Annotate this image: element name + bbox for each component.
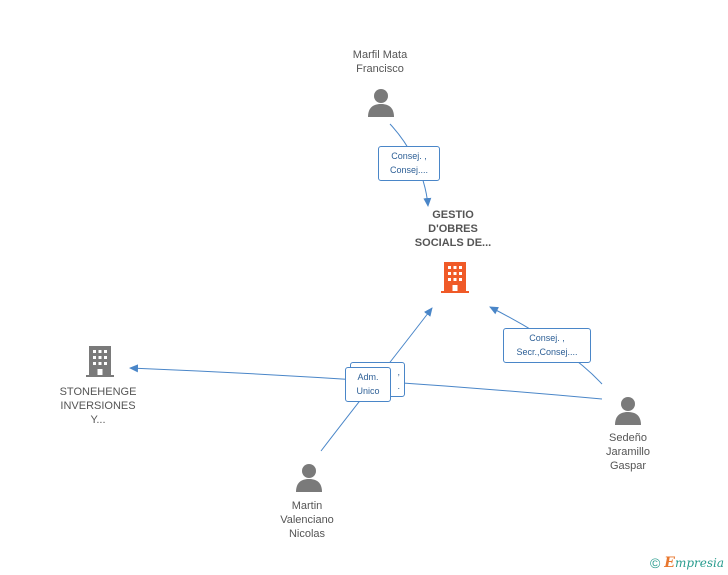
edge-label-marfil-gestio[interactable]: Consej. , Consej.... bbox=[378, 146, 440, 181]
node-label-line: SOCIALS DE... bbox=[414, 237, 492, 249]
node-label-martin[interactable]: Martin Valenciano Nicolas bbox=[257, 499, 357, 541]
person-icon[interactable] bbox=[613, 396, 643, 426]
edge-label-line: , bbox=[397, 367, 400, 377]
node-label-gestio[interactable]: GESTIO D'OBRES SOCIALS DE... bbox=[403, 208, 503, 250]
edge-label-line: Consej. , bbox=[529, 333, 565, 343]
person-icon[interactable] bbox=[294, 463, 324, 493]
building-icon[interactable] bbox=[85, 344, 115, 378]
edge-label-line: Secr.,Consej.... bbox=[516, 347, 578, 357]
copyright-icon: © bbox=[649, 555, 661, 571]
node-label-line: Marfil Mata bbox=[352, 49, 408, 61]
footer-brand[interactable]: © Empresia bbox=[650, 555, 724, 571]
edge-label-line: . bbox=[397, 381, 400, 391]
node-label-line: Jaramillo bbox=[605, 446, 650, 458]
edge-label-sedeno-gestio[interactable]: Consej. , Secr.,Consej.... bbox=[503, 328, 591, 363]
person-icon[interactable] bbox=[366, 88, 396, 118]
node-label-line: GESTIO bbox=[432, 209, 474, 221]
edge-label-line: Consej.... bbox=[389, 165, 429, 175]
node-label-line: Y... bbox=[90, 414, 106, 426]
node-label-line: STONEHENGE bbox=[59, 386, 137, 398]
node-label-line: Nicolas bbox=[288, 528, 326, 540]
edge-label-martin-front[interactable]: Adm. Unico bbox=[345, 367, 391, 402]
edge-label-line: Unico bbox=[356, 386, 380, 396]
node-label-line: Martin bbox=[291, 500, 323, 512]
edge-label-line: Adm. bbox=[357, 372, 379, 382]
edge-label-line: Consej. , bbox=[391, 151, 427, 161]
node-label-line: Francisco bbox=[356, 63, 404, 75]
node-label-marfil[interactable]: Marfil Mata Francisco bbox=[330, 48, 430, 76]
node-label-sedeno[interactable]: Sedeño Jaramillo Gaspar bbox=[578, 431, 678, 473]
brand-rest: mpresia bbox=[674, 556, 724, 570]
brand-initial: E bbox=[664, 555, 675, 571]
node-label-line: Valenciano bbox=[280, 514, 334, 526]
node-label-stonehenge[interactable]: STONEHENGE INVERSIONES Y... bbox=[48, 385, 148, 427]
node-label-line: D'OBRES bbox=[428, 223, 478, 235]
node-label-line: Gaspar bbox=[609, 460, 647, 472]
building-icon[interactable] bbox=[440, 260, 470, 294]
node-label-line: INVERSIONES bbox=[60, 400, 136, 412]
brand-logo: Empresia bbox=[664, 555, 724, 571]
node-label-line: Sedeño bbox=[609, 432, 647, 444]
